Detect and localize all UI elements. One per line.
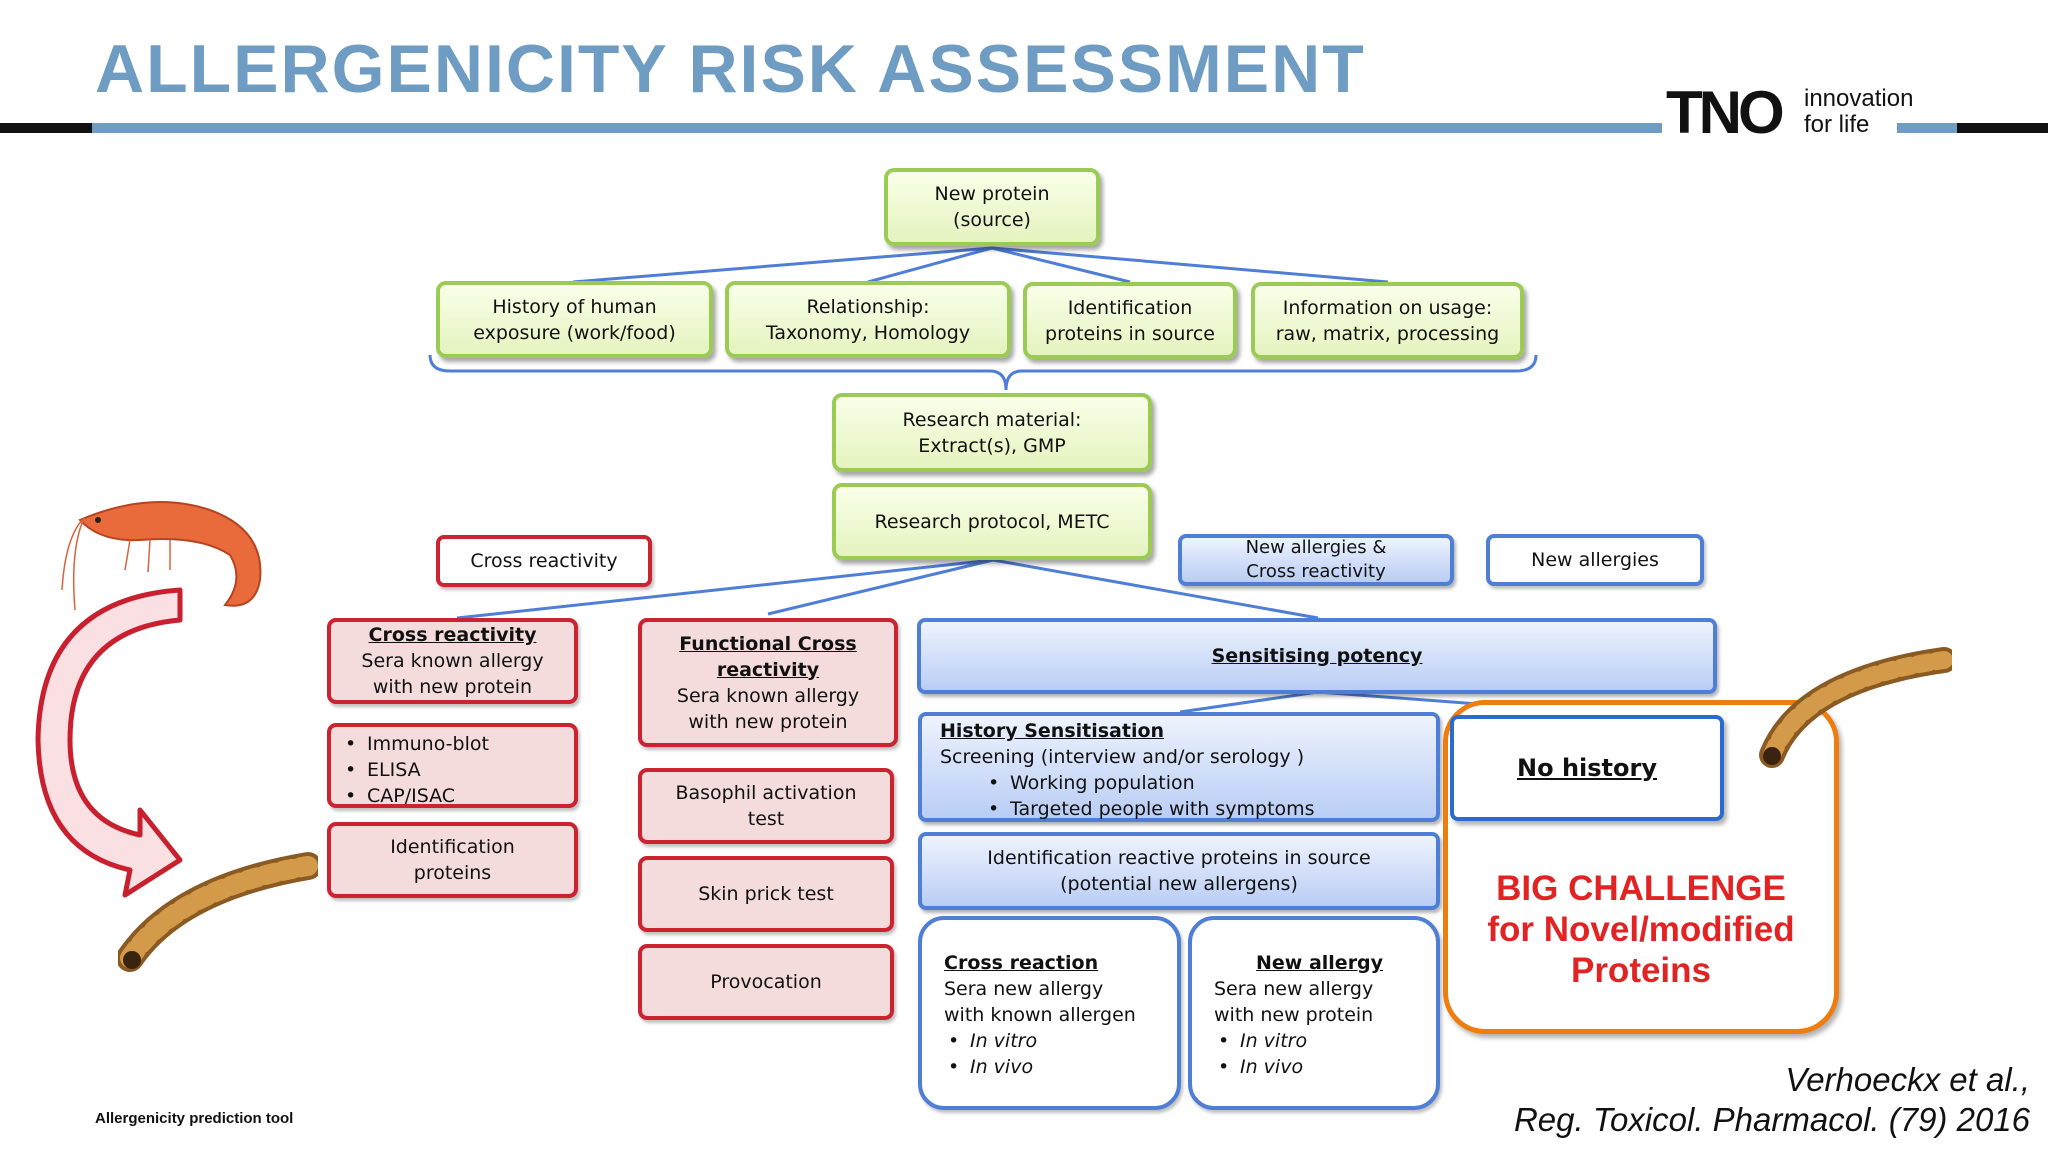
slide-title: ALLERGENICITY RISK ASSESSMENT xyxy=(95,31,1366,107)
relationship-box: Relationship:Taxonomy, Homology xyxy=(725,281,1011,358)
no-history-box: No history xyxy=(1450,715,1724,821)
tno-wordmark: TNO xyxy=(1666,79,1785,146)
citation: Verhoeckx et al., Reg. Toxicol. Pharmaco… xyxy=(1513,1061,2030,1138)
mealworm-illustration-left xyxy=(118,852,318,972)
cross-reactivity-header: Cross reactivity xyxy=(436,535,652,587)
shrimp-illustration xyxy=(61,501,262,611)
skin-prick-box: Skin prick test xyxy=(638,856,894,932)
cross-reaction-box: Cross reaction Sera new allergy with kno… xyxy=(918,916,1181,1110)
immuno-methods-box: Immuno-blot ELISA CAP/ISAC xyxy=(327,723,578,809)
new-allergies-cross-header: New allergies &Cross reactivity xyxy=(1178,534,1454,586)
curved-arrow xyxy=(35,587,183,898)
new-allergy-box: New allergy Sera new allergy with new pr… xyxy=(1188,916,1440,1110)
header-rule-end xyxy=(1957,123,2048,133)
research-material-box: Research material:Extract(s), GMP xyxy=(832,393,1152,472)
history-sensitisation-box: History Sensitisation Screening (intervi… xyxy=(918,712,1440,822)
functional-cross-reactivity-box: Functional Cross reactivity Sera known a… xyxy=(638,618,898,747)
mealworm-illustration-right xyxy=(1759,647,1952,768)
tno-logo: TNO innovation for life xyxy=(1662,79,1913,146)
big-challenge-text: BIG CHALLENGE for Novel/modified Protein… xyxy=(1487,869,1795,990)
new-protein-box: New protein(source) xyxy=(884,168,1100,246)
new-allergies-header: New allergies xyxy=(1486,534,1704,586)
tno-tagline-1: innovation xyxy=(1804,85,1914,112)
research-protocol-box: Research protocol, METC xyxy=(832,483,1152,560)
sensitising-potency-box: Sensitising potency xyxy=(917,618,1717,694)
footer-label: Allergenicity prediction tool xyxy=(95,1110,294,1127)
header-rule-right xyxy=(1895,123,1957,133)
usage-info-box: Information on usage:raw, matrix, proces… xyxy=(1251,282,1524,359)
header-rule xyxy=(92,123,1662,133)
tno-tagline-2: for life xyxy=(1804,111,1870,138)
identification-reactive-box: Identification reactive proteins in sour… xyxy=(918,832,1440,910)
provocation-box: Provocation xyxy=(638,944,894,1020)
header-rule-left xyxy=(0,123,92,133)
